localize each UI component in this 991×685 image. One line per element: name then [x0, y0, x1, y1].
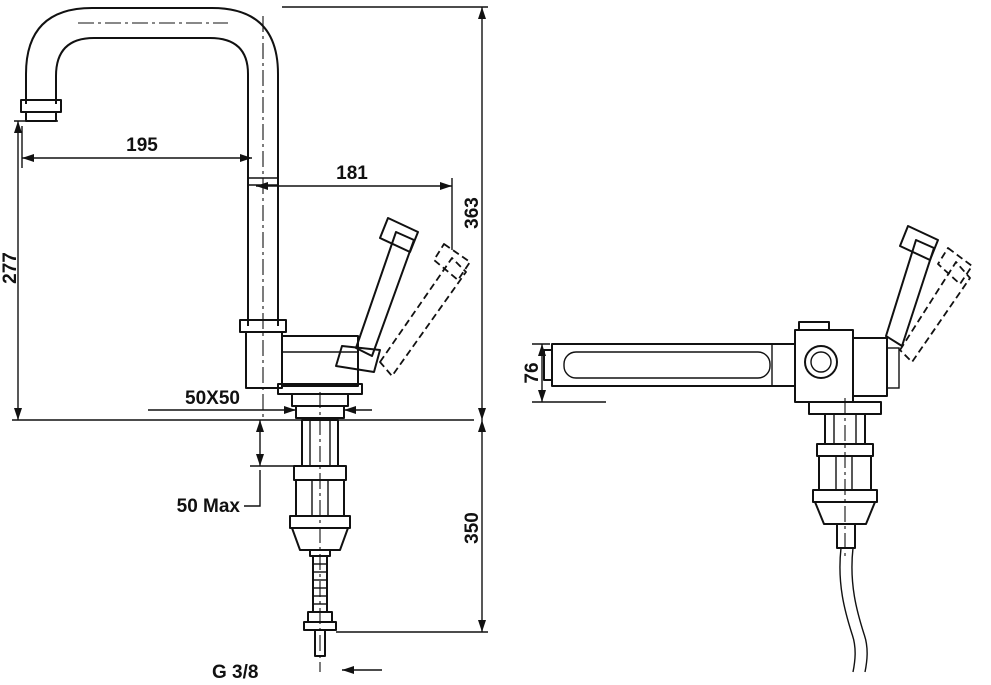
- dimension-side-height: 76: [522, 343, 606, 403]
- dimension-base-plate: 50X50: [148, 388, 372, 414]
- mounting-hardware-side: [808, 398, 882, 673]
- dimension-under-counter: 350: [336, 420, 488, 633]
- label-spout-reach: 195: [126, 135, 158, 156]
- label-under-counter: 350: [462, 512, 483, 544]
- dimension-total-height: 363: [282, 6, 488, 420]
- handle-lever-dashed: [379, 243, 471, 377]
- spout-outline: [20, 7, 279, 420]
- dimension-max-deck: 50 Max: [177, 420, 300, 517]
- dimension-handle-reach: 181: [256, 163, 453, 250]
- handle-lever: [355, 217, 419, 357]
- faucet-body: [239, 319, 381, 395]
- label-side-height: 76: [522, 362, 543, 383]
- label-base-plate: 50X50: [185, 388, 240, 409]
- label-thread: G 3/8: [212, 662, 258, 683]
- base-flange: [12, 393, 474, 421]
- dimension-spout-height: 277: [0, 120, 58, 420]
- label-total-height: 363: [462, 197, 483, 229]
- label-spout-height: 277: [0, 252, 21, 284]
- body-side: [794, 321, 900, 403]
- mounting-hardware: [289, 392, 351, 672]
- handle-lever-side-dashed: [899, 247, 973, 363]
- dimension-spout-reach: 195: [21, 126, 252, 168]
- handle-lever-side: [885, 225, 939, 347]
- side-view: 76: [522, 225, 973, 673]
- label-max-deck: 50 Max: [177, 496, 241, 517]
- dimension-thread: G 3/8: [212, 662, 382, 683]
- front-view: 195 181 363 277 50X50: [0, 6, 488, 683]
- spout-side: [543, 343, 796, 387]
- label-handle-reach: 181: [336, 163, 368, 184]
